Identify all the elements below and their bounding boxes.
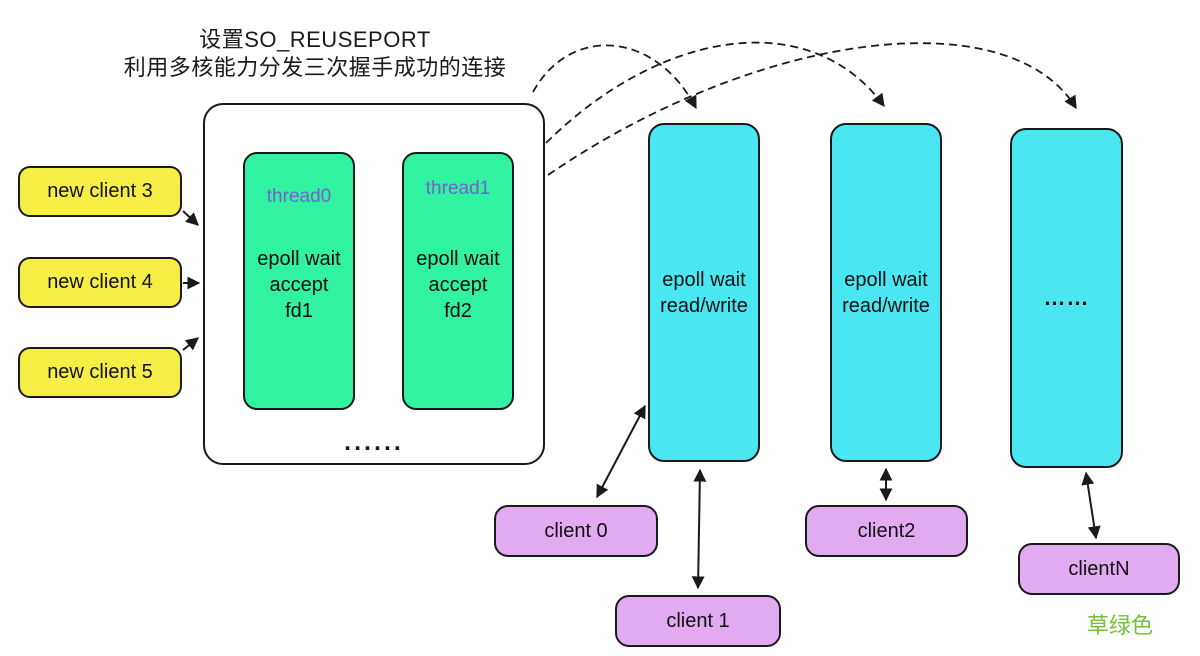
new-client-5-box: new client 5 xyxy=(18,347,182,398)
thread0-task-line-3: fd1 xyxy=(285,300,313,322)
worker-1-box: epoll wait read/write xyxy=(648,123,760,462)
worker-2-box: epoll wait read/write xyxy=(830,123,942,462)
worker-2-task-line-2: read/write xyxy=(842,294,930,317)
worker-2-task-line-1: epoll wait xyxy=(844,268,928,291)
worker1-client1-arrow xyxy=(691,468,707,590)
thread0-task-line-1: epoll wait xyxy=(257,248,341,270)
thread1-box: thread1 epoll wait accept fd2 xyxy=(402,152,514,410)
new-client-3-label: new client 3 xyxy=(47,180,153,202)
worker-1-task-line-1: epoll wait xyxy=(662,268,746,291)
thread1-name: thread1 xyxy=(425,178,491,199)
worker-2-task: epoll wait read/write xyxy=(842,267,930,319)
worker-n-box: …… xyxy=(1010,128,1123,468)
thread0-name: thread0 xyxy=(266,186,332,207)
acceptor-ellipsis: ...... xyxy=(344,428,404,456)
thread1-task-line-3: fd2 xyxy=(444,300,472,322)
worker-1-task-line-2: read/write xyxy=(660,294,748,317)
client-n-label: clientN xyxy=(1068,557,1130,580)
dispatch-arc-to-worker-1 xyxy=(532,44,697,110)
new-client-4-label: new client 4 xyxy=(47,271,153,293)
client-0-box: client 0 xyxy=(494,505,658,557)
title-line-2: 利用多核能力分发三次握手成功的连接 xyxy=(123,55,507,80)
client-2-label: client2 xyxy=(857,519,916,542)
thread0-box: thread0 epoll wait accept fd1 xyxy=(243,152,355,410)
client-1-label: client 1 xyxy=(666,609,730,632)
thread0-task-line-2: accept xyxy=(269,274,329,296)
dispatch-arc-to-worker-n xyxy=(547,42,1077,176)
new-client-3-box: new client 3 xyxy=(18,166,182,217)
thread0-task: epoll wait accept fd1 xyxy=(257,246,340,324)
client-2-box: client2 xyxy=(805,505,968,557)
new-client-5-arrow xyxy=(182,337,200,351)
thread1-task-line-2: accept xyxy=(428,274,488,296)
worker-1-task: epoll wait read/write xyxy=(660,267,748,319)
worker1-client0-arrow xyxy=(596,404,646,499)
diagram-title: 设置SO_REUSEPORT 利用多核能力分发三次握手成功的连接 xyxy=(95,26,535,82)
new-client-3-arrow xyxy=(182,210,199,226)
new-client-4-box: new client 4 xyxy=(18,257,182,308)
caption-grass-green: 草绿色 xyxy=(1086,613,1153,638)
client-0-label: client 0 xyxy=(544,519,608,542)
client-n-box: clientN xyxy=(1018,543,1180,595)
workerN-clientN-arrow xyxy=(1081,471,1101,540)
client-1-box: client 1 xyxy=(615,595,781,647)
thread1-task: epoll wait accept fd2 xyxy=(416,246,499,324)
new-client-5-label: new client 5 xyxy=(47,361,153,383)
worker-n-ellipsis: …… xyxy=(1043,285,1090,310)
thread1-task-line-1: epoll wait xyxy=(416,248,500,270)
title-line-1: 设置SO_REUSEPORT xyxy=(199,27,431,52)
